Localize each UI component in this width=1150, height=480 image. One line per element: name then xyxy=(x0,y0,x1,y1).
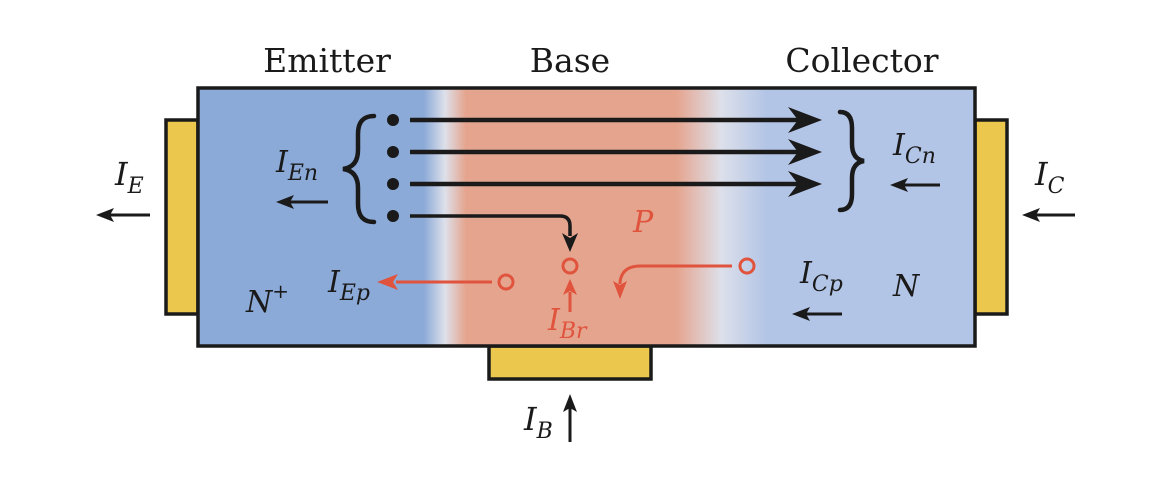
ie-label: IE xyxy=(114,155,144,199)
electron-dot xyxy=(387,210,399,222)
hole-emitter-arrow xyxy=(377,274,492,290)
electron-recombination-arrow xyxy=(410,214,578,252)
electron-dot xyxy=(387,146,399,158)
ien-label: IEn xyxy=(275,145,318,186)
collector-title: Collector xyxy=(785,41,938,80)
ie-arrow xyxy=(96,208,150,222)
base-title: Base xyxy=(530,41,610,80)
icn-arrow xyxy=(890,178,940,192)
base-contact xyxy=(487,344,653,381)
emitter-region xyxy=(198,88,424,346)
emitter-doping-label: N+ xyxy=(245,279,289,320)
electron-flow-arrow-1 xyxy=(410,107,822,133)
collector-contact xyxy=(973,118,1009,316)
ic-label: IC xyxy=(1034,155,1065,199)
emitter-contact xyxy=(164,118,200,316)
iep-label: IEp xyxy=(327,265,370,306)
base-collector-junction xyxy=(676,88,766,346)
ib-arrow xyxy=(563,394,577,442)
emitter-brace xyxy=(342,113,377,225)
hole-base xyxy=(561,257,579,275)
device-outline xyxy=(196,86,977,348)
collector-region xyxy=(766,88,975,346)
ibr-label: IBr xyxy=(547,303,588,344)
electron-dot xyxy=(387,114,399,126)
base-recombination-arrow xyxy=(563,279,577,312)
icp-arrow xyxy=(792,307,842,321)
ic-arrow xyxy=(1022,208,1075,222)
hole-collector-arrow xyxy=(613,264,732,299)
base-doping-label: P xyxy=(632,205,654,240)
hole-emitter xyxy=(497,273,515,291)
collector-brace xyxy=(837,109,865,213)
icp-label: ICp xyxy=(799,256,843,297)
ib-label: IB xyxy=(523,400,553,444)
emitter-title: Emitter xyxy=(263,41,391,80)
collector-doping-label: N xyxy=(892,269,921,304)
icn-label: ICn xyxy=(892,128,936,169)
electron-flow-arrow-2 xyxy=(410,139,822,165)
hole-collector xyxy=(738,257,756,275)
electron-flow-arrow-3 xyxy=(410,171,822,197)
electron-dot xyxy=(387,178,399,190)
ien-arrow xyxy=(276,195,328,209)
